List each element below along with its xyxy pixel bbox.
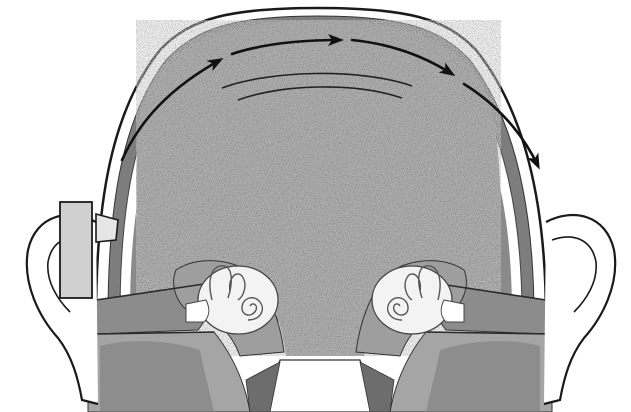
left-auditory-canal xyxy=(186,300,209,322)
jaw-shading-right xyxy=(426,341,540,412)
device-processor xyxy=(60,202,92,298)
right-outer-ear xyxy=(544,215,615,404)
jaw-shading-left xyxy=(100,341,214,412)
right-auditory-canal xyxy=(441,300,464,322)
central-bone xyxy=(268,360,372,412)
right-ear-outline xyxy=(544,215,615,404)
